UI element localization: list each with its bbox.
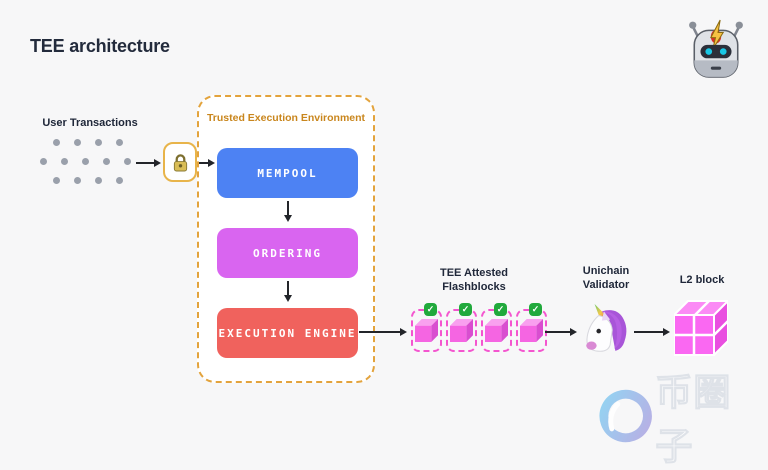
stage-ordering: ORDERING [217,228,358,278]
cube-icon [450,319,473,342]
user-transactions-label: User Transactions [42,117,138,129]
cube-icon [415,319,438,342]
stage-ordering-label: ORDERING [253,246,322,260]
tee-title: Trusted Execution Environment [206,112,366,124]
cube-icon [485,319,508,342]
watermark-text: 币圈子 [655,371,732,469]
flashblocks-label: TEE Attested Flashblocks [439,267,509,293]
flashblock: ✓ [411,303,442,352]
page-title: TEE architecture [30,36,170,56]
lock-icon [173,153,187,171]
flashblock: ✓ [516,303,547,352]
validator-label: Unichain Validator [582,265,630,291]
check-icon: ✓ [459,303,472,316]
stage-execution-engine-label: EXECUTION ENGINE [218,326,357,340]
robot-icon [686,16,746,87]
user-transactions-dots [40,139,131,196]
check-icon: ✓ [424,303,437,316]
stage-mempool-label: MEMPOOL [257,166,318,180]
arrow-flashblocks-to-validator [545,328,577,336]
check-icon: ✓ [494,303,507,316]
flashblock: ✓ [481,303,512,352]
flashblock: ✓ [446,303,477,352]
watermark-logo-icon [599,389,652,443]
unicorn-icon [581,303,631,360]
cube-icon [520,319,543,342]
arrow-execution-to-flashblocks [359,328,407,336]
arrow-mempool-to-ordering [284,201,292,222]
arrow-dots-to-lock [136,159,161,167]
stage-execution-engine: EXECUTION ENGINE [217,308,358,358]
l2-block-cube [671,298,731,361]
flashblocks-row: ✓ ✓ ✓ ✓ [411,303,547,352]
arrow-lock-to-mempool [199,159,215,167]
check-icon: ✓ [529,303,542,316]
watermark: 币圈子 [598,362,768,470]
lock-badge [163,142,197,182]
l2-block-label: L2 block [679,274,725,286]
stage-mempool: MEMPOOL [217,148,358,198]
arrow-validator-to-l2 [634,328,670,336]
arrow-ordering-to-execution [284,281,292,302]
